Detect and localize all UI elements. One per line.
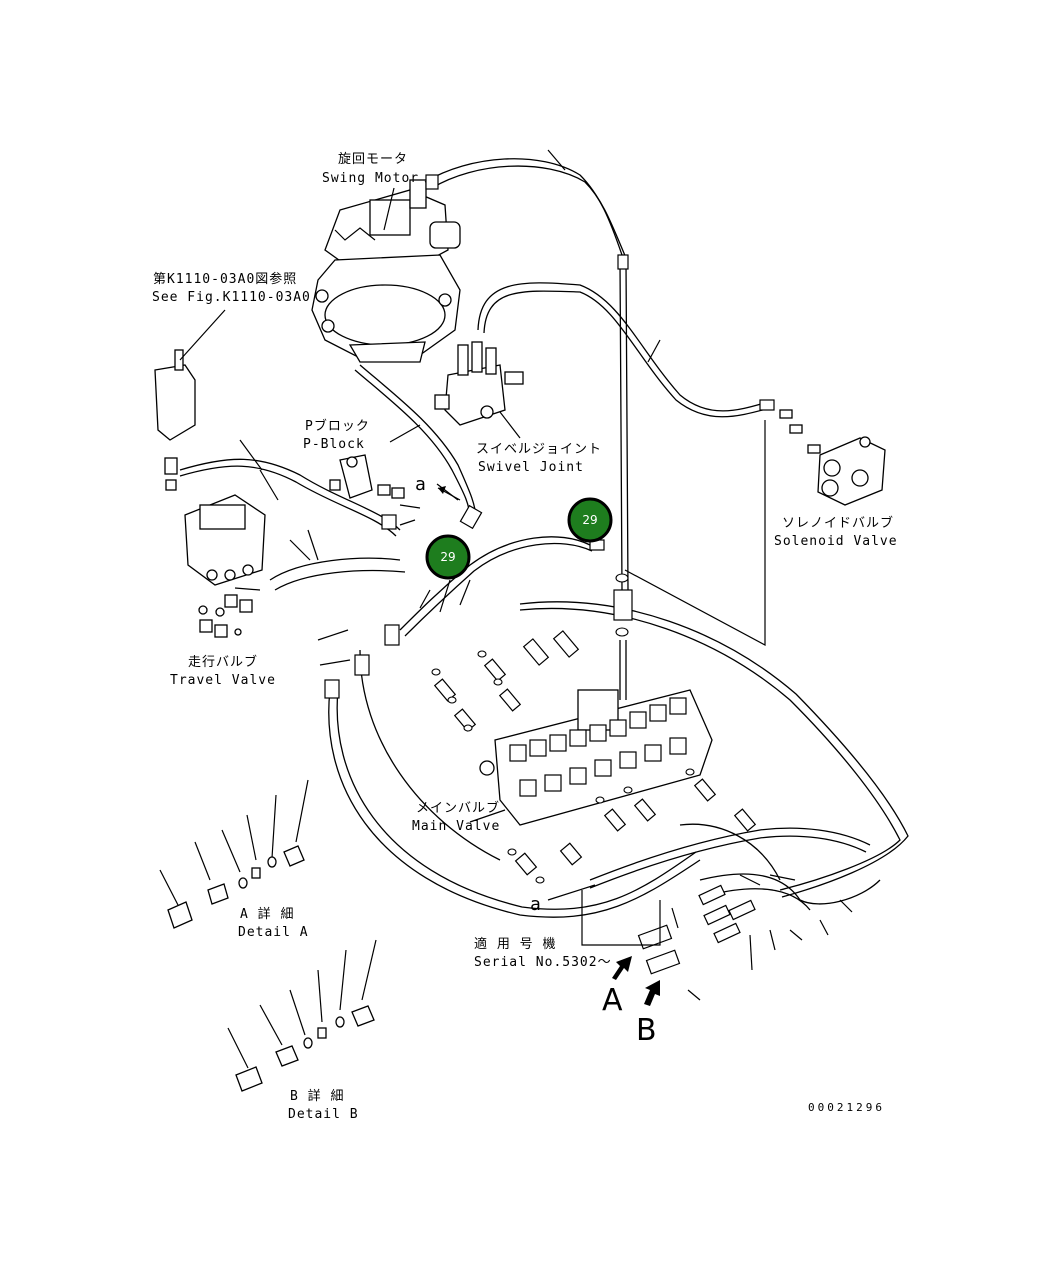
drawing-number: 00021296 (808, 1101, 885, 1114)
swing-motor (311, 179, 461, 363)
travel-valve (184, 494, 266, 638)
hoses (179, 158, 909, 918)
swing-motor-label-en: Swing Motor (322, 171, 419, 186)
swivel-joint (434, 341, 524, 426)
travel-valve-label-en: Travel Valve (170, 673, 276, 688)
main-valve-label-en: Main Valve (412, 819, 500, 834)
marker-a-lower-1: a (415, 474, 427, 495)
detail-b-parts (227, 939, 377, 1092)
main-valve (479, 689, 713, 826)
leader-lines (179, 149, 853, 1001)
fittings (324, 174, 775, 975)
detail-a-parts (159, 779, 309, 929)
p-block-label-jp: Pブロック (305, 418, 370, 434)
marker-a-upper: A (602, 983, 623, 1018)
swing-motor-label-jp: 旋回モータ (338, 152, 408, 167)
marker-b-upper: B (636, 1013, 657, 1048)
serial-label-en: Serial No.5302～ (474, 955, 612, 970)
callout-badge-29-upper[interactable]: 29 (567, 497, 613, 543)
callout-badge-29-upper-text: 29 (582, 513, 597, 527)
travel-valve-label-jp: 走行バルブ (188, 654, 258, 670)
small-rings (431, 573, 695, 884)
detail-a-label-jp: A 詳 細 (240, 906, 294, 922)
main-valve-label-jp: メインバルブ (416, 800, 500, 816)
detail-b-label-jp: B 詳 細 (290, 1088, 344, 1104)
serial-label-jp: 適 用 号 機 (474, 936, 556, 952)
see-fig-label-en: See Fig.K1110-03A0 (152, 290, 311, 305)
pilot-valve-ref (154, 349, 196, 491)
p-block (329, 454, 405, 499)
arrow-a-icon (612, 956, 632, 980)
see-fig-label-jp: 第K1110-03A0図参照 (153, 271, 297, 287)
marker-a-lower-2: a (530, 894, 542, 915)
detail-b-label-en: Detail B (288, 1107, 359, 1122)
swivel-joint-label-en: Swivel Joint (478, 460, 584, 475)
solenoid-valve-label-jp: ソレノイドバルブ (782, 515, 894, 531)
arrow-b-icon (644, 980, 660, 1006)
swivel-joint-label-jp: スイベルジョイント (476, 442, 602, 457)
solenoid-valve-label-en: Solenoid Valve (774, 534, 898, 549)
solenoid-valve (779, 409, 886, 506)
callout-badge-29-lower[interactable]: 29 (425, 534, 471, 580)
callout-badge-29-lower-text: 29 (440, 550, 455, 564)
p-block-label-en: P-Block (303, 437, 365, 452)
detail-a-label-en: Detail A (238, 925, 309, 940)
arrow-a-lower-left-icon (437, 486, 461, 501)
